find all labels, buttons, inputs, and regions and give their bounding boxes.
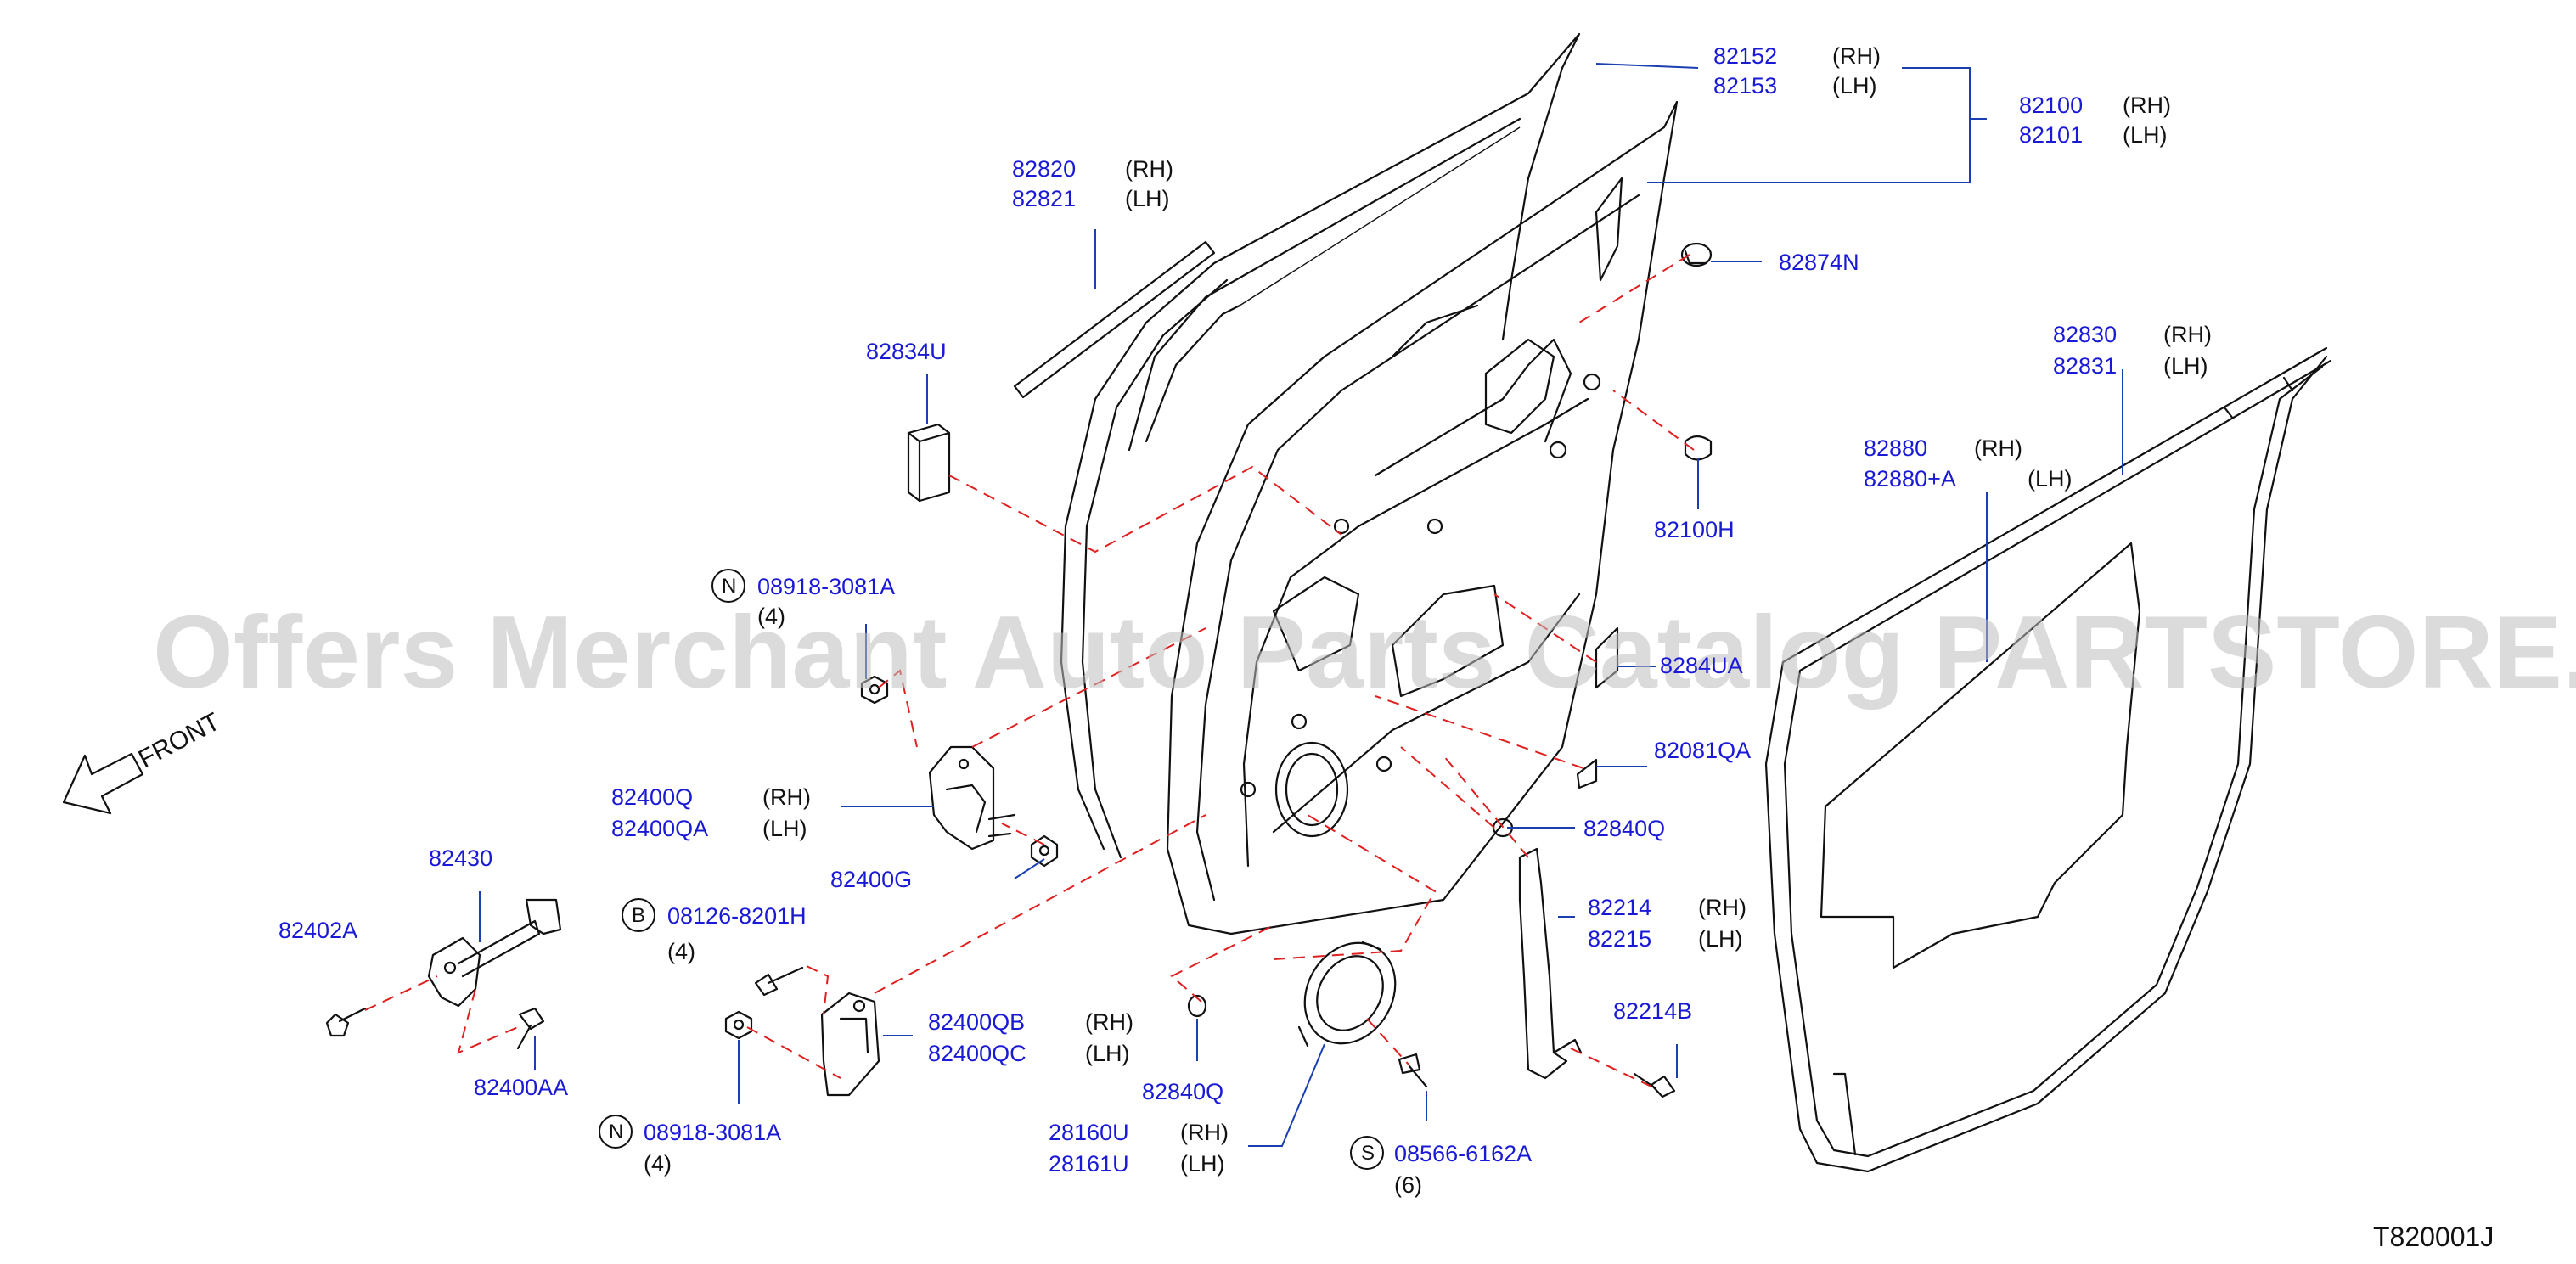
bolt-part-82402a — [325, 1007, 367, 1037]
part-number-82430[interactable]: 82430 — [429, 845, 492, 871]
part-number-82153[interactable]: 82153 — [1713, 73, 1777, 98]
side-lh-82821: (LH) — [1125, 186, 1170, 211]
part-number-82214[interactable]: 82214 — [1588, 895, 1651, 920]
part-number-82081qa[interactable]: 82081QA — [1654, 738, 1751, 763]
part-number-82880[interactable]: 82880 — [1864, 435, 1927, 461]
part-number-82152[interactable]: 82152 — [1713, 43, 1777, 69]
part-number-82830[interactable]: 82830 — [2053, 322, 2117, 347]
part-number-82215[interactable]: 82215 — [1588, 926, 1651, 952]
side-lh-82400qc: (LH) — [1085, 1041, 1130, 1066]
door-inner-panel — [1166, 100, 1679, 935]
quantity-s: (6) — [1394, 1172, 1422, 1198]
n-code-letter: N — [722, 575, 736, 598]
part-number-08918-3081a-lower[interactable]: 08918-3081A — [644, 1120, 781, 1145]
sealing-screen-part — [1820, 542, 2141, 969]
block-part-82834u — [907, 423, 951, 503]
side-lh-82831: (LH) — [2163, 353, 2208, 379]
speaker-part — [1297, 941, 1397, 1048]
n-code-circle-icon-lower — [599, 1115, 633, 1149]
watermark-text: Offers Merchant Auto Parts Catalog PARTS… — [153, 594, 2576, 710]
part-number-82214b[interactable]: 82214B — [1613, 998, 1692, 1024]
part-number-82831[interactable]: 82831 — [2053, 353, 2117, 379]
part-number-82400qc[interactable]: 82400QC — [928, 1041, 1026, 1066]
part-number-82400aa[interactable]: 82400AA — [474, 1075, 568, 1100]
n-code-letter-lower: N — [609, 1121, 623, 1143]
n-code-circle-icon — [711, 569, 745, 603]
s-code-letter: S — [1361, 1142, 1375, 1165]
bracket-part-82081qa — [1576, 758, 1598, 789]
pad-part-8284ua — [1595, 626, 1619, 689]
part-number-82400q[interactable]: 82400Q — [611, 784, 693, 810]
grommet-part-82100h — [1684, 435, 1713, 461]
side-rh-82400q: (RH) — [762, 784, 811, 810]
door-outer-panel — [1060, 32, 1581, 859]
part-number-82834u[interactable]: 82834U — [866, 339, 947, 364]
part-number-82821[interactable]: 82821 — [1012, 186, 1076, 211]
nut-part-upper — [860, 675, 889, 705]
side-rh-82820: (RH) — [1125, 156, 1173, 182]
callout-labels: 82152 (RH) 82153 (LH) 82100 (RH) 82101 (… — [278, 43, 2494, 1252]
b-code-letter: B — [632, 904, 645, 927]
door-check-part — [427, 898, 562, 1008]
cap-part-82874n — [1680, 242, 1713, 267]
side-lh-82215: (LH) — [1698, 926, 1743, 952]
part-number-82400qa[interactable]: 82400QA — [611, 816, 708, 841]
lower-hinge-part — [820, 992, 880, 1097]
front-direction-indicator: FRONT — [62, 708, 225, 815]
part-number-82402a[interactable]: 82402A — [278, 918, 357, 943]
front-label: FRONT — [134, 708, 225, 774]
nut-part-lower — [724, 1010, 753, 1040]
front-arrow-icon — [62, 752, 144, 815]
quantity-upper-n: (4) — [757, 604, 785, 629]
sash-part — [1518, 847, 1583, 1080]
diagram-code: T820001J — [2373, 1222, 2494, 1252]
screw-part — [1398, 1053, 1428, 1088]
part-number-82100[interactable]: 82100 — [2019, 93, 2083, 118]
plug-part-82840q-lower — [1187, 994, 1207, 1018]
side-lh-82400qa: (LH) — [762, 816, 807, 841]
part-number-28160u[interactable]: 28160U — [1049, 1120, 1129, 1145]
part-number-82840q-lower[interactable]: 82840Q — [1142, 1079, 1223, 1104]
weatherstrip-part — [1764, 346, 2332, 1173]
side-rh-82880: (RH) — [1974, 435, 2022, 461]
b-code-circle-icon — [622, 898, 655, 932]
side-rh-82400qb: (RH) — [1085, 1009, 1133, 1035]
side-rh-82830: (RH) — [2163, 322, 2212, 347]
upper-hinge-part — [928, 745, 1016, 851]
side-lh-82153: (LH) — [1832, 73, 1877, 98]
s-code-circle-icon — [1350, 1136, 1384, 1170]
quantity-lower-n: (4) — [644, 1151, 672, 1177]
bolt-part-b — [754, 966, 804, 997]
side-rh-82152: (RH) — [1832, 43, 1881, 69]
part-number-82880-a[interactable]: 82880+A — [1864, 466, 1956, 492]
part-number-82874n[interactable]: 82874N — [1779, 250, 1859, 275]
assembly-dashed-lines — [364, 254, 1695, 1087]
part-number-82100h[interactable]: 82100H — [1654, 517, 1735, 542]
part-number-82101[interactable]: 82101 — [2019, 122, 2083, 148]
side-rh-82214: (RH) — [1698, 895, 1746, 920]
part-number-08918-3081a-upper[interactable]: 08918-3081A — [757, 574, 895, 599]
bolt-part-82400aa — [516, 1007, 545, 1050]
bolt-part-82214b — [1633, 1072, 1676, 1098]
part-number-82840q-right[interactable]: 82840Q — [1583, 816, 1665, 841]
side-rh-82100: (RH) — [2123, 93, 2171, 118]
side-lh-82880-a: (LH) — [2028, 466, 2073, 492]
part-number-08566-6162a[interactable]: 08566-6162A — [1394, 1141, 1532, 1166]
part-number-82820[interactable]: 82820 — [1012, 156, 1076, 182]
part-number-82400g[interactable]: 82400G — [830, 867, 912, 892]
nut-part-82400g — [1030, 834, 1059, 868]
callout-leader-lines — [479, 63, 2123, 1147]
side-lh-82101: (LH) — [2123, 122, 2168, 148]
side-lh-28161u: (LH) — [1180, 1151, 1225, 1177]
quantity-b: (4) — [667, 939, 695, 964]
moulding-part — [1013, 240, 1216, 399]
part-number-82400qb[interactable]: 82400QB — [928, 1009, 1025, 1035]
side-rh-28160u: (RH) — [1180, 1120, 1229, 1145]
part-number-8284ua[interactable]: 8284UA — [1660, 653, 1743, 678]
part-number-28161u[interactable]: 28161U — [1049, 1151, 1129, 1177]
part-number-08126-8201h[interactable]: 08126-8201H — [667, 903, 807, 929]
